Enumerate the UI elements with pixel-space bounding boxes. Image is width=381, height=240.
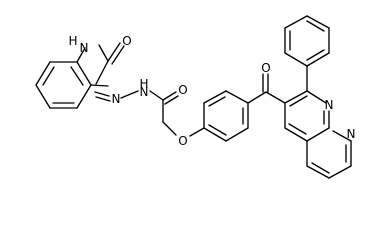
bond — [35, 84, 51, 109]
bond — [76, 61, 92, 86]
bond — [76, 47, 86, 63]
bond — [107, 42, 121, 62]
bond — [306, 49, 325, 61]
bond — [306, 90, 327, 104]
bond — [225, 90, 249, 104]
bond — [208, 96, 226, 107]
ketone-o-label: O — [261, 61, 270, 75]
molecule-structure: N H O N N H O O O N N — [35, 15, 355, 179]
bond — [288, 123, 307, 135]
bond — [35, 61, 51, 86]
bond — [208, 124, 227, 136]
bond — [289, 95, 308, 107]
bond — [265, 91, 286, 104]
bond — [42, 66, 55, 86]
molecule-canvas: N H O N N H O O O N N — [35, 15, 356, 179]
bond — [284, 15, 308, 29]
bond — [98, 44, 109, 62]
bond — [284, 90, 308, 104]
bond — [311, 162, 330, 174]
bond — [70, 66, 84, 86]
bond — [306, 15, 330, 29]
hydrazone-n1-label: N — [112, 92, 121, 106]
bond — [284, 52, 308, 67]
bond — [203, 90, 227, 104]
bond — [162, 121, 177, 136]
naphthyridine-n2-label: N — [347, 127, 356, 141]
bond — [306, 52, 330, 67]
oxindole-o-label: O — [122, 34, 131, 48]
bond-lines — [35, 15, 352, 179]
bond — [95, 60, 109, 85]
bond — [306, 127, 330, 142]
bond — [189, 127, 205, 137]
bond — [162, 91, 177, 101]
bond — [332, 130, 352, 142]
nh-n-label: N — [80, 41, 89, 55]
atom-labels: N H O N N H O O O N N — [68, 34, 355, 148]
bond — [203, 127, 227, 142]
bond — [225, 127, 249, 142]
nh-h-label: H — [68, 34, 77, 48]
hydrazone-n2-label: N — [140, 85, 149, 99]
bond — [247, 91, 267, 104]
bond — [76, 84, 92, 109]
bond — [328, 165, 352, 179]
bond — [90, 84, 109, 87]
amide-h-label: H — [139, 77, 148, 91]
bond — [94, 91, 110, 97]
bond — [111, 45, 125, 65]
bond — [306, 20, 325, 32]
bond — [306, 165, 330, 179]
bond — [284, 127, 308, 142]
amide-o-label: O — [178, 83, 187, 97]
ether-o-label: O — [178, 134, 187, 148]
bond — [120, 90, 139, 99]
bond — [149, 90, 164, 101]
naphthyridine-n1-label: N — [325, 98, 334, 112]
bond — [95, 96, 111, 102]
bond — [164, 95, 179, 105]
